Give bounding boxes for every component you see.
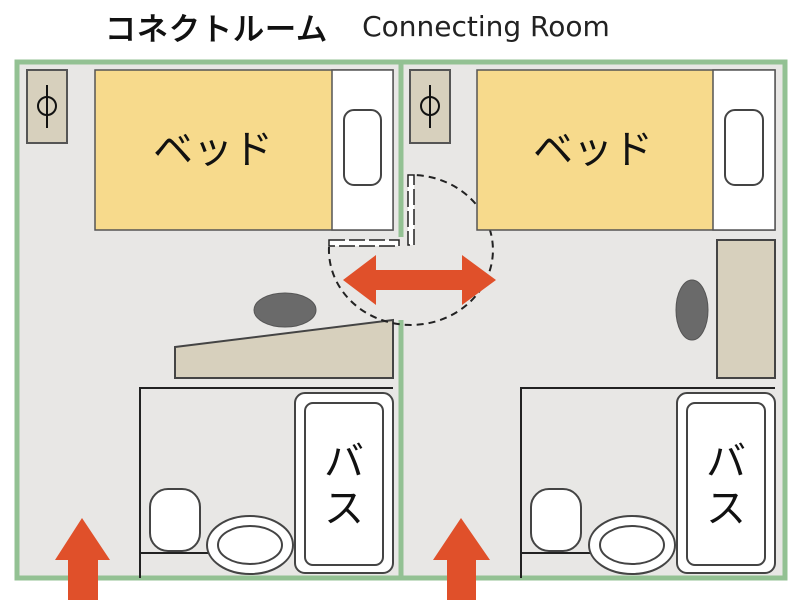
chair [675, 279, 709, 341]
bath-label-2: ス [706, 486, 746, 532]
bed-label: ベッド [533, 127, 653, 173]
door-swing [327, 174, 494, 326]
bed-label: ベッド [153, 127, 273, 173]
outlet-icon [26, 69, 68, 144]
pillow [343, 109, 382, 186]
bathroom: バ ス [520, 387, 776, 578]
double-arrow-icon [343, 255, 496, 305]
connecting-door [327, 174, 496, 326]
room-right: ベッド バ ス [409, 69, 776, 600]
chair [253, 292, 317, 328]
entrance-arrow-icon [433, 518, 490, 600]
page-title: コネクトルーム Connecting Room [105, 6, 610, 48]
toilet-tank [530, 488, 582, 552]
entrance-arrow-icon [55, 518, 110, 600]
title-english: Connecting Room [362, 9, 610, 43]
bed: ベッド [94, 69, 394, 231]
toilet-tank [149, 488, 201, 552]
room-left: ベッド バ ス [26, 69, 394, 600]
bath-label: バ [706, 439, 746, 485]
desk [716, 239, 776, 379]
bath-label: バ [324, 439, 364, 485]
bath-label-2: ス [324, 486, 364, 532]
pillow [724, 109, 764, 186]
desk [174, 318, 394, 379]
bed: ベッド [476, 69, 776, 231]
title-japanese: コネクトルーム [105, 11, 329, 48]
outlet-icon [409, 69, 451, 144]
bathroom: バ ス [139, 387, 394, 578]
